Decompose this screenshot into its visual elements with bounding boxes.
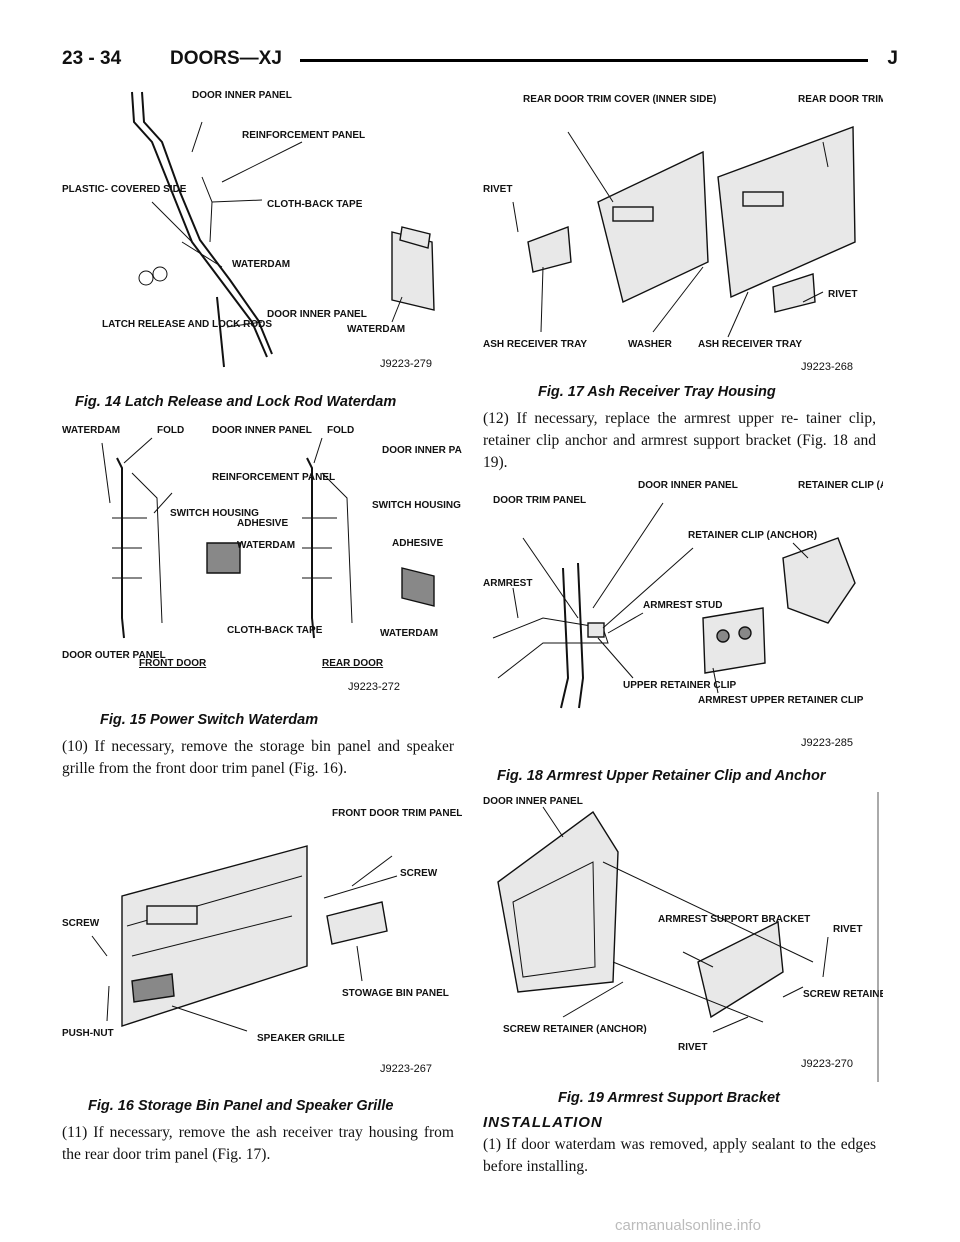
fig14-label-door-inner-panel: DOOR INNER PANEL xyxy=(192,90,292,101)
fig14-caption: Fig. 14 Latch Release and Lock Rod Water… xyxy=(75,394,397,410)
fig15-label-switch-housing-2: SWITCH HOUSING xyxy=(372,500,461,511)
fig19-label-door-inner-panel: DOOR INNER PANEL xyxy=(483,796,583,807)
fig19-label-rivet: RIVET xyxy=(833,924,862,935)
fig17-label-rivet: RIVET xyxy=(483,184,512,195)
fig16-illustration: FRONT DOOR TRIM PANEL SCREW SCREW STOWAG… xyxy=(62,806,462,1086)
fig17-label-ash-receiver-tray-2: ASH RECEIVER TRAY xyxy=(698,339,802,350)
fig16-label-push-nut: PUSH-NUT xyxy=(62,1028,114,1039)
fig15-label-waterdam: WATERDAM xyxy=(62,425,120,436)
watermark: carmanualsonline.info xyxy=(615,1217,761,1234)
fig17-label-rear-door-trim-front: REAR DOOR TRIM COVER (FRONT) xyxy=(798,94,883,105)
fig17-illustration: REAR DOOR TRIM COVER (INNER SIDE) REAR D… xyxy=(483,92,883,382)
fig14-code: J9223-279 xyxy=(380,358,432,370)
fig19-label-rivet-2: RIVET xyxy=(678,1042,707,1053)
fig17-label-rear-door-trim-inner: REAR DOOR TRIM COVER (INNER SIDE) xyxy=(523,94,716,105)
fig16-caption: Fig. 16 Storage Bin Panel and Speaker Gr… xyxy=(88,1098,394,1114)
fig18-label-door-inner-panel: DOOR INNER PANEL xyxy=(638,480,738,491)
fig14-label-waterdam: WATERDAM xyxy=(232,259,290,270)
header-letter: J xyxy=(887,48,898,69)
fig18-illustration: DOOR TRIM PANEL DOOR INNER PANEL RETAINE… xyxy=(483,478,883,768)
fig14-label-reinforcement-panel: REINFORCEMENT PANEL xyxy=(242,130,365,141)
fig15-code: J9223-272 xyxy=(348,681,400,693)
fig18-label-armrest-upper-retainer-clip: ARMREST UPPER RETAINER CLIP xyxy=(698,695,864,706)
fig16-code: J9223-267 xyxy=(380,1063,432,1075)
fig15-label-fold-2: FOLD xyxy=(327,425,354,436)
fig15-label-switch-housing: SWITCH HOUSING xyxy=(170,508,259,519)
fig15-label-adhesive-2: ADHESIVE xyxy=(392,538,443,549)
fig18-label-retainer-clip-anchor: RETAINER CLIP (ANCHOR) xyxy=(798,480,883,491)
fig16-label-screw-2: SCREW xyxy=(62,918,100,929)
fig15-label-door-inner-panel: DOOR INNER PANEL xyxy=(212,425,312,436)
fig16-label-stowage-bin-panel: STOWAGE BIN PANEL xyxy=(342,988,449,999)
fig17-label-rivet-2: RIVET xyxy=(828,289,857,300)
fig15-label-adhesive: ADHESIVE xyxy=(237,518,288,529)
paragraph-installation-step-1: (1) If door waterdam was removed, apply … xyxy=(483,1136,876,1175)
fig18-label-retainer-clip-anchor-2: RETAINER CLIP (ANCHOR) xyxy=(688,530,817,541)
fig15-label-rear-door: REAR DOOR xyxy=(322,658,384,669)
fig18-caption: Fig. 18 Armrest Upper Retainer Clip and … xyxy=(497,768,826,784)
fig14-label-cloth-back-tape: CLOTH-BACK TAPE xyxy=(267,199,363,210)
fig18-label-upper-retainer-clip: UPPER RETAINER CLIP xyxy=(623,680,736,691)
fig18-code: J9223-285 xyxy=(801,737,853,749)
fig16-label-screw: SCREW xyxy=(400,868,438,879)
paragraph-step-11: (11) If necessary, remove the ash receiv… xyxy=(62,1124,454,1163)
fig18-label-armrest-stud: ARMREST STUD xyxy=(643,600,722,611)
fig15-caption: Fig. 15 Power Switch Waterdam xyxy=(100,712,319,728)
fig14-label-latch-release: LATCH RELEASE AND LOCK RODS xyxy=(102,319,272,330)
fig15-label-door-outer-panel: DOOR OUTER PANEL xyxy=(62,650,166,661)
fig19-label-screw-retainer-anchor-2: SCREW RETAINER (ANCHOR) xyxy=(803,989,883,1000)
fig14-label-waterdam-2: WATERDAM xyxy=(347,324,405,335)
fig19-label-armrest-support-bracket: ARMREST SUPPORT BRACKET xyxy=(658,914,810,925)
fig14-label-door-inner-panel-2: DOOR INNER PANEL xyxy=(267,309,367,320)
page-header: 23 - 34 DOORS—XJ J xyxy=(62,44,898,74)
section-title: DOORS—XJ xyxy=(170,48,282,69)
fig15-label-waterdam-2: WATERDAM xyxy=(237,540,295,551)
fig19-label-screw-retainer-anchor: SCREW RETAINER (ANCHOR) xyxy=(503,1024,647,1035)
fig19-caption: Fig. 19 Armrest Support Bracket xyxy=(558,1090,780,1106)
installation-heading: INSTALLATION xyxy=(483,1114,603,1131)
fig15-label-waterdam-3: WATERDAM xyxy=(380,628,438,639)
header-rule xyxy=(300,59,868,62)
fig17-code: J9223-268 xyxy=(801,361,853,373)
paragraph-step-12: (12) If necessary, replace the armrest u… xyxy=(483,410,876,471)
fig15-label-fold: FOLD xyxy=(157,425,184,436)
fig15-illustration: WATERDAM FOLD DOOR INNER PANEL REINFORCE… xyxy=(62,418,462,703)
page-number: 23 - 34 xyxy=(62,48,122,69)
fig17-label-ash-receiver-tray: ASH RECEIVER TRAY xyxy=(483,339,587,350)
fig15-label-cloth-back-tape: CLOTH-BACK TAPE xyxy=(227,625,323,636)
fig16-label-speaker-grille: SPEAKER GRILLE xyxy=(257,1033,345,1044)
fig15-label-door-inner-panel-2: DOOR INNER PANEL xyxy=(382,445,462,456)
fig15-label-front-door: FRONT DOOR xyxy=(139,658,207,669)
fig17-caption: Fig. 17 Ash Receiver Tray Housing xyxy=(538,384,776,400)
fig14-illustration: DOOR INNER PANEL REINFORCEMENT PANEL PLA… xyxy=(62,82,462,382)
fig17-label-washer: WASHER xyxy=(628,339,673,350)
fig16-label-front-door-trim-panel: FRONT DOOR TRIM PANEL xyxy=(332,808,462,819)
fig18-label-door-trim-panel: DOOR TRIM PANEL xyxy=(493,495,586,506)
paragraph-step-10: (10) If necessary, remove the storage bi… xyxy=(62,738,454,777)
fig15-label-reinforcement-panel: REINFORCEMENT PANEL xyxy=(212,472,335,483)
fig19-code: J9223-270 xyxy=(801,1058,853,1070)
fig14-label-plastic-covered-side: PLASTIC- COVERED SIDE xyxy=(62,184,187,195)
fig19-illustration: DOOR INNER PANEL ARMREST SUPPORT BRACKET… xyxy=(483,792,883,1082)
fig18-label-armrest: ARMREST xyxy=(483,578,532,589)
